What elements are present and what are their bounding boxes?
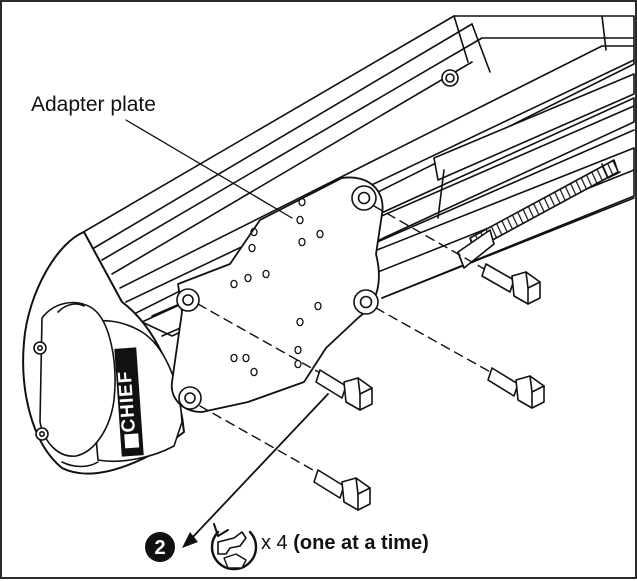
step-instruction: x 4 (one at a time) (261, 532, 429, 555)
adapter-plate-label: Adapter plate (31, 93, 156, 116)
quantity-text: x 4 (261, 532, 288, 554)
logo-text: CHIEF (115, 370, 140, 433)
step-number-icon: 2 (145, 532, 175, 562)
hex-bolt-icon (313, 469, 371, 511)
chief-logo (114, 347, 144, 457)
callout-leader (125, 119, 293, 219)
adapter-plate (170, 176, 384, 413)
hex-bolt-icon (481, 263, 541, 305)
one-at-a-time-note: (one at a time) (293, 532, 429, 554)
arrow-icon (182, 393, 329, 548)
alignment-guides (197, 205, 495, 475)
wrench-rotate-icon (210, 523, 258, 571)
step-number: 2 (154, 537, 165, 559)
hex-bolt-icon (487, 367, 545, 409)
hex-bolt-icon (315, 369, 373, 411)
arm-end-cap (22, 231, 185, 475)
